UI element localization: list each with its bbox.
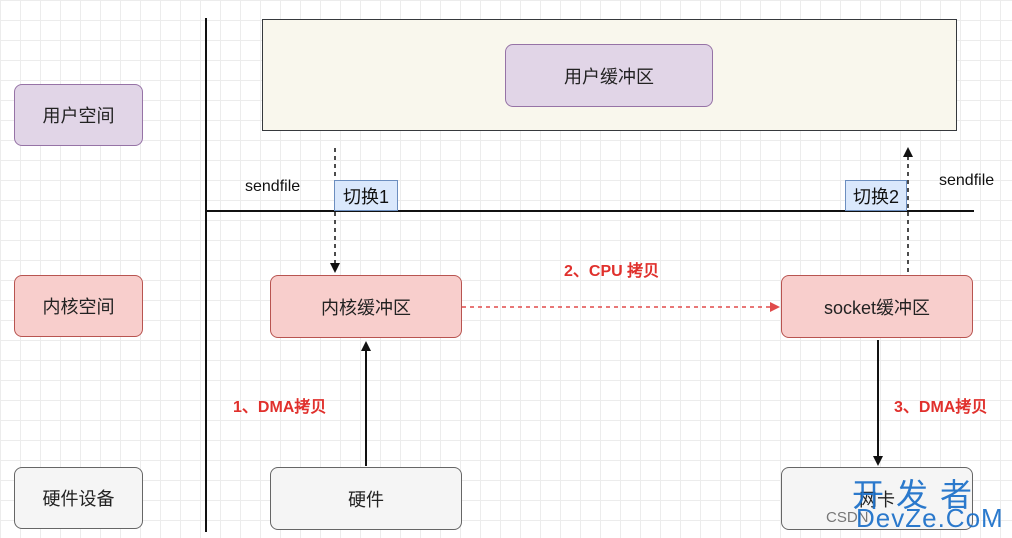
user-buffer-box: 用户缓冲区 (505, 44, 713, 107)
socket-buffer-box: socket缓冲区 (781, 275, 973, 338)
kernel-buffer-box: 内核缓冲区 (270, 275, 462, 338)
watermark-prefix: CSDN (826, 509, 869, 526)
kernel-space-label: 内核空间 (14, 275, 143, 337)
switch-2-tag: 切换2 (845, 180, 907, 211)
switch-1-tag: 切换1 (334, 180, 398, 211)
hardware-box: 硬件 (270, 467, 462, 530)
sendfile-label-left: sendfile (245, 178, 301, 195)
nic-box: 网卡 (781, 467, 973, 530)
watermark-domain: DevZe.CoM (856, 503, 1004, 533)
user-space-label: 用户空间 (14, 84, 143, 146)
sendfile-label-right: sendfile (939, 172, 995, 189)
watermark-title: 开发者 (852, 477, 985, 513)
cpu-copy-label: 2、CPU 拷贝 (564, 263, 660, 280)
dma-copy-label-3: 3、DMA拷贝 (894, 399, 988, 416)
hardware-device-label: 硬件设备 (14, 467, 143, 529)
dma-copy-label-1: 1、DMA拷贝 (233, 399, 327, 416)
